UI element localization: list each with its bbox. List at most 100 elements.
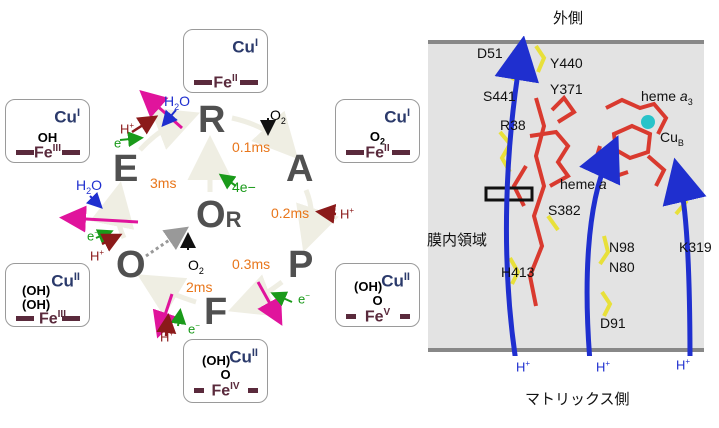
label-k319: K319 — [679, 239, 712, 255]
label-n98: N98 — [609, 239, 635, 255]
box-o-ligand-2: (OH) — [22, 297, 51, 312]
label-h2o-top: H2O — [164, 93, 191, 112]
box-r-bar-left — [194, 80, 212, 85]
time-a-p: 0.2ms — [271, 205, 310, 221]
ring-arrow-a-p — [296, 189, 339, 253]
box-a-bar-right — [392, 150, 410, 155]
label-hplus-path-2: H+ — [596, 359, 611, 375]
box-state-p: CuII (OH) O FeV — [335, 263, 420, 327]
label-matrix-side: マトリックス側 — [525, 391, 630, 408]
proton-arrow-left — [100, 233, 123, 252]
label-r38: R38 — [500, 117, 526, 133]
box-f-bar-right — [248, 388, 258, 393]
box-f-ligand-oh: (OH) — [202, 353, 231, 368]
ring-arrow-f-o — [137, 274, 197, 317]
proton-arrow-top — [131, 115, 159, 135]
proton-arrow-a — [315, 203, 337, 224]
box-r-fe: FeII — [213, 73, 238, 92]
proton-path-k-left — [579, 135, 621, 356]
proton-arrow-f — [156, 313, 177, 337]
label-heme-a: heme a — [560, 176, 607, 192]
box-state-o: CuII (OH) (OH) FeIII — [5, 263, 90, 327]
box-o-fe: FeIII — [38, 309, 66, 328]
label-y440: Y440 — [550, 55, 583, 71]
box-e-fe: FeIII — [33, 143, 61, 162]
label-d51: D51 — [477, 45, 503, 61]
box-state-f: CuII (OH) O FeIV — [183, 339, 268, 403]
label-e-f: e− — [188, 321, 200, 337]
pump-arrow-oe — [59, 205, 139, 233]
box-p-ligand-oh: (OH) — [354, 279, 383, 294]
label-h2o-left: H2O — [76, 177, 103, 196]
box-state-a: CuI O2 FeII — [335, 99, 420, 163]
state-e: E — [113, 148, 139, 190]
box-a-fe: FeII — [365, 143, 390, 162]
label-o2-or: O2 — [188, 257, 204, 276]
protein-structure — [428, 36, 707, 356]
label-n80: N80 — [609, 259, 635, 275]
box-f-bar-left — [194, 388, 204, 393]
label-hplus-path-3: H+ — [676, 357, 691, 373]
label-hplus-a: H+ — [340, 206, 355, 222]
proton-path-k — [662, 157, 707, 356]
box-r-cu: CuI — [232, 37, 258, 57]
box-a-cu: CuI — [384, 107, 410, 127]
state-p: P — [288, 244, 314, 286]
label-s441: S441 — [483, 88, 516, 104]
box-a-bar-left — [346, 150, 364, 155]
label-y371: Y371 — [550, 81, 583, 97]
label-outside: 外側 — [553, 10, 584, 27]
box-f-cu: CuII — [229, 347, 258, 367]
proton-path-d — [494, 36, 539, 356]
electron-arrow-4e — [218, 173, 237, 190]
time-r-a: 0.1ms — [232, 139, 271, 155]
label-4e: 4e− — [232, 179, 256, 195]
proton-arrows — [100, 115, 337, 337]
membrane-region — [428, 42, 704, 352]
electron-arrow-f — [170, 308, 187, 327]
proton-pathways — [494, 36, 707, 356]
box-o-bar-left — [16, 316, 34, 321]
label-hplus-f: H+ — [160, 329, 175, 345]
pump-arrow-fo — [152, 293, 179, 339]
box-e-ligand: OH — [37, 130, 58, 145]
proton-pump-arrows — [59, 90, 283, 339]
box-p-fe: FeV — [364, 307, 391, 326]
state-o: O — [116, 244, 146, 286]
label-hplus-left: H+ — [90, 248, 105, 264]
label-e-top: e− — [114, 135, 126, 151]
label-s382: S382 — [548, 202, 581, 218]
box-f-fe: FeIV — [211, 381, 240, 400]
label-membrane-region: 膜内領域 — [427, 232, 488, 249]
box-p-cu: CuII — [381, 271, 410, 291]
electron-arrow-top — [119, 131, 144, 148]
label-hplus-top: H+ — [120, 121, 135, 137]
ring-arrow-o-e — [90, 181, 135, 240]
label-e-left: e− — [87, 228, 99, 244]
electron-arrow-p — [270, 291, 293, 307]
box-state-e: CuI OH FeIII — [5, 99, 90, 163]
label-e-p: e− — [298, 291, 310, 307]
cycle-arrows — [59, 90, 339, 339]
state-or: OR — [196, 194, 242, 236]
box-o-bar-right — [62, 316, 80, 321]
state-r: R — [198, 99, 226, 141]
box-a-ligand: O2 — [369, 129, 386, 147]
label-cu-b: CuB — [660, 129, 684, 148]
membrane-bottom-edge — [428, 348, 704, 352]
box-o-cu: CuII — [51, 271, 80, 291]
label-heme-a3: heme a3 — [641, 88, 693, 107]
box-p-bar-right — [400, 314, 410, 319]
box-r-bar-right — [240, 80, 258, 85]
state-a: A — [286, 148, 314, 190]
label-hplus-path-1: H+ — [516, 359, 531, 375]
box-p-ligand-o: O — [372, 293, 383, 308]
water-arrows — [85, 109, 178, 209]
time-p-f: 0.3ms — [232, 256, 271, 272]
box-state-r: CuI FeII — [183, 29, 268, 93]
label-h413: H413 — [501, 264, 535, 280]
state-f: F — [204, 291, 228, 333]
box-o-ligand-1: (OH) — [22, 283, 51, 298]
dotted-arrow-o-or — [145, 226, 189, 258]
